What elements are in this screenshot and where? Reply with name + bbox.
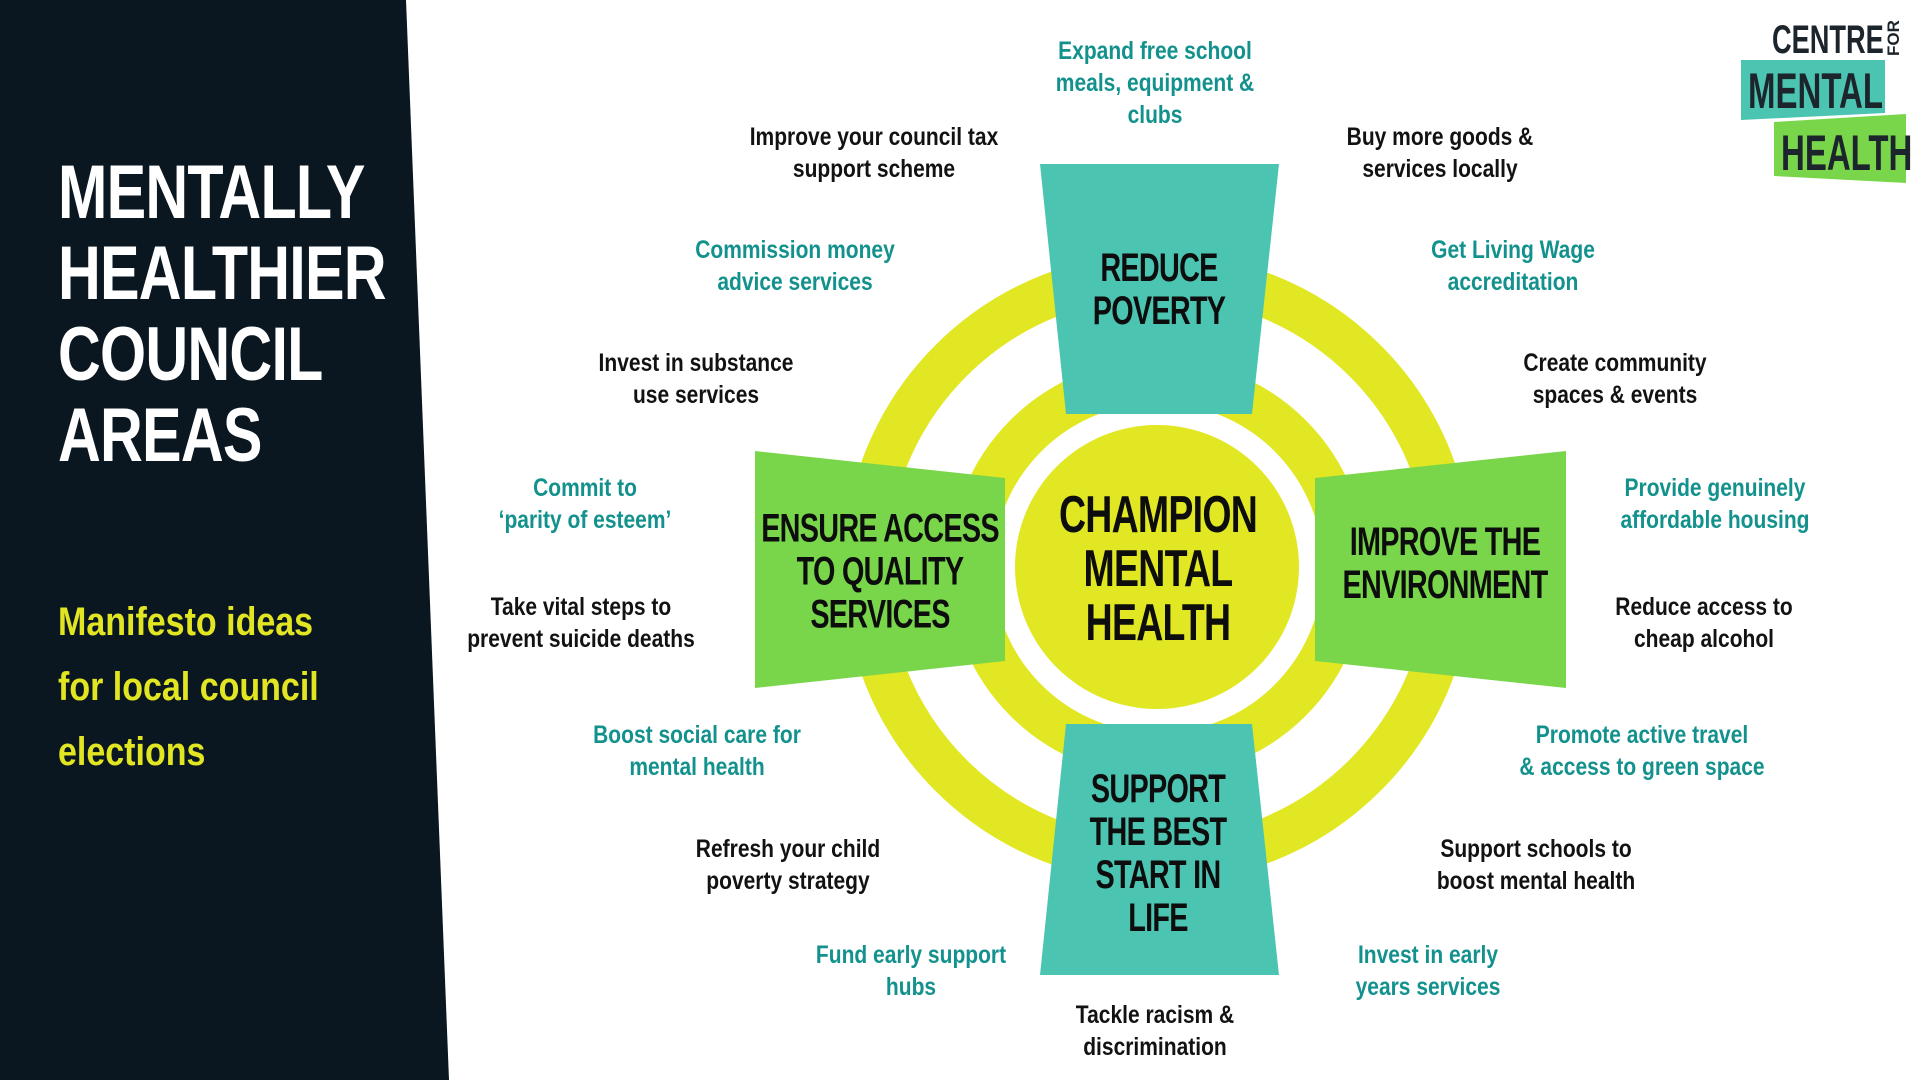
logo-mental: MENTAL	[1748, 63, 1884, 119]
hub-label-line: SERVICES	[810, 592, 950, 637]
idea-line: Take vital steps to	[490, 593, 672, 621]
idea-line: spaces & events	[1532, 381, 1698, 409]
idea-child-poverty: Refresh your child poverty strategy	[696, 833, 880, 897]
idea-line: Commit to	[533, 474, 637, 502]
idea-line: services locally	[1362, 155, 1518, 183]
idea-line: Reduce access to	[1615, 593, 1793, 621]
idea-cheap-alcohol: Reduce access to cheap alcohol	[1615, 591, 1792, 655]
idea-line: Tackle racism &	[1075, 1001, 1235, 1029]
idea-tackle-racism: Tackle racism & discrimination	[1076, 999, 1234, 1063]
idea-line: advice services	[717, 268, 873, 296]
title-line: COUNCIL	[58, 312, 323, 397]
idea-line: & access to green space	[1519, 753, 1765, 781]
hub-bottom-shape	[1040, 724, 1279, 975]
center-label-line: CHAMPION	[1058, 486, 1258, 544]
idea-community-spaces: Create community spaces & events	[1523, 347, 1706, 411]
idea-line: cheap alcohol	[1633, 625, 1775, 653]
page-subtitle: Manifesto ideas for local council electi…	[58, 590, 319, 785]
idea-parity-of-esteem: Commit to ‘parity of esteem’	[499, 472, 672, 536]
hub-label-line: TO QUALITY	[796, 549, 964, 594]
idea-line: support scheme	[792, 155, 956, 183]
idea-line: Create community	[1523, 349, 1707, 377]
idea-schools-mental-health: Support schools to boost mental health	[1437, 833, 1635, 897]
hub-label-line: SUPPORT	[1090, 767, 1226, 811]
subtitle-line: for local council	[58, 665, 319, 709]
idea-social-care: Boost social care for mental health	[593, 719, 801, 783]
idea-affordable-housing: Provide genuinely affordable housing	[1621, 472, 1810, 536]
hub-label-line: REDUCE	[1100, 246, 1218, 290]
hub-top-label: REDUCE POVERTY	[1093, 247, 1226, 333]
center-label-line: HEALTH	[1085, 594, 1231, 652]
hub-right-label: IMPROVE THE ENVIRONMENT	[1342, 520, 1549, 607]
sidebar-panel	[0, 0, 449, 1080]
logo-health: HEALTH	[1781, 125, 1913, 181]
idea-line: Commission money	[695, 236, 895, 264]
title-line: HEALTHIER	[58, 231, 387, 316]
title-line: MENTALLY	[58, 150, 365, 235]
center-label-line: MENTAL	[1083, 540, 1234, 598]
idea-early-support-hubs: Fund early support hubs	[816, 939, 1006, 1003]
idea-line: use services	[632, 381, 760, 409]
idea-line: Expand free school	[1058, 37, 1252, 65]
idea-line: clubs	[1127, 101, 1183, 129]
logo-for: FOR	[1884, 20, 1903, 56]
hub-label-line: LIFE	[1128, 896, 1188, 940]
idea-line: Invest in early	[1357, 941, 1499, 969]
hub-top-shape	[1040, 164, 1279, 414]
idea-buy-locally: Buy more goods & services locally	[1347, 121, 1534, 185]
logo-mental-bg	[1741, 60, 1885, 120]
hub-label-line: START IN	[1095, 853, 1222, 897]
idea-substance-use: Invest in substance use services	[599, 347, 794, 411]
idea-line: Boost social care for	[593, 721, 801, 749]
idea-line: Promote active travel	[1535, 721, 1749, 749]
title-line: AREAS	[58, 393, 262, 478]
hub-label-line: THE BEST	[1089, 810, 1227, 854]
hub-label-line: ENSURE ACCESS	[761, 506, 999, 551]
logo-centre: CENTRE	[1772, 18, 1884, 62]
idea-prevent-suicide: Take vital steps to prevent suicide deat…	[467, 591, 695, 655]
idea-line: years services	[1355, 973, 1501, 1001]
subtitle-line: elections	[58, 730, 206, 774]
idea-line: affordable housing	[1620, 506, 1810, 534]
idea-line: Invest in substance	[598, 349, 794, 377]
page-title: MENTALLY HEALTHIER COUNCIL AREAS	[58, 150, 387, 478]
idea-money-advice: Commission money advice services	[695, 234, 895, 298]
idea-active-travel: Promote active travel & access to green …	[1519, 719, 1764, 783]
idea-line: Refresh your child	[695, 835, 881, 863]
idea-line: Fund early support	[815, 941, 1007, 969]
idea-line: Get Living Wage	[1431, 236, 1595, 264]
idea-line: discrimination	[1083, 1033, 1227, 1061]
idea-line: Support schools to	[1440, 835, 1632, 863]
idea-line: poverty strategy	[706, 867, 870, 895]
idea-line: boost mental health	[1436, 867, 1636, 895]
hub-label-line: POVERTY	[1092, 289, 1226, 333]
logo-health-bg	[1774, 114, 1906, 183]
hub-right-shape	[1315, 451, 1566, 688]
center-circle	[1015, 425, 1299, 709]
hub-label-line: ENVIRONMENT	[1342, 563, 1549, 607]
hub-bottom-label: SUPPORT THE BEST START IN LIFE	[1090, 768, 1227, 940]
subtitle-line: Manifesto ideas	[58, 600, 314, 644]
idea-early-years: Invest in early years services	[1356, 939, 1501, 1003]
hub-left-shape	[755, 451, 1005, 688]
idea-line: Provide genuinely	[1624, 474, 1806, 502]
idea-line: Buy more goods &	[1346, 123, 1534, 151]
idea-council-tax-support: Improve your council tax support scheme	[750, 121, 999, 185]
idea-line: meals, equipment &	[1055, 69, 1255, 97]
idea-line: mental health	[629, 753, 765, 781]
center-label: CHAMPION MENTAL HEALTH	[1058, 486, 1258, 652]
idea-line: prevent suicide deaths	[467, 625, 695, 653]
hub-label-line: IMPROVE THE	[1349, 520, 1541, 564]
idea-line: hubs	[885, 973, 937, 1001]
idea-living-wage: Get Living Wage accreditation	[1431, 234, 1595, 298]
hub-left-label: ENSURE ACCESS TO QUALITY SERVICES	[761, 506, 999, 637]
idea-line: ‘parity of esteem’	[498, 506, 672, 534]
idea-line: accreditation	[1447, 268, 1579, 296]
idea-expand-free-school-meals: Expand free school meals, equipment & cl…	[1056, 35, 1254, 131]
idea-line: Improve your council tax	[749, 123, 999, 151]
